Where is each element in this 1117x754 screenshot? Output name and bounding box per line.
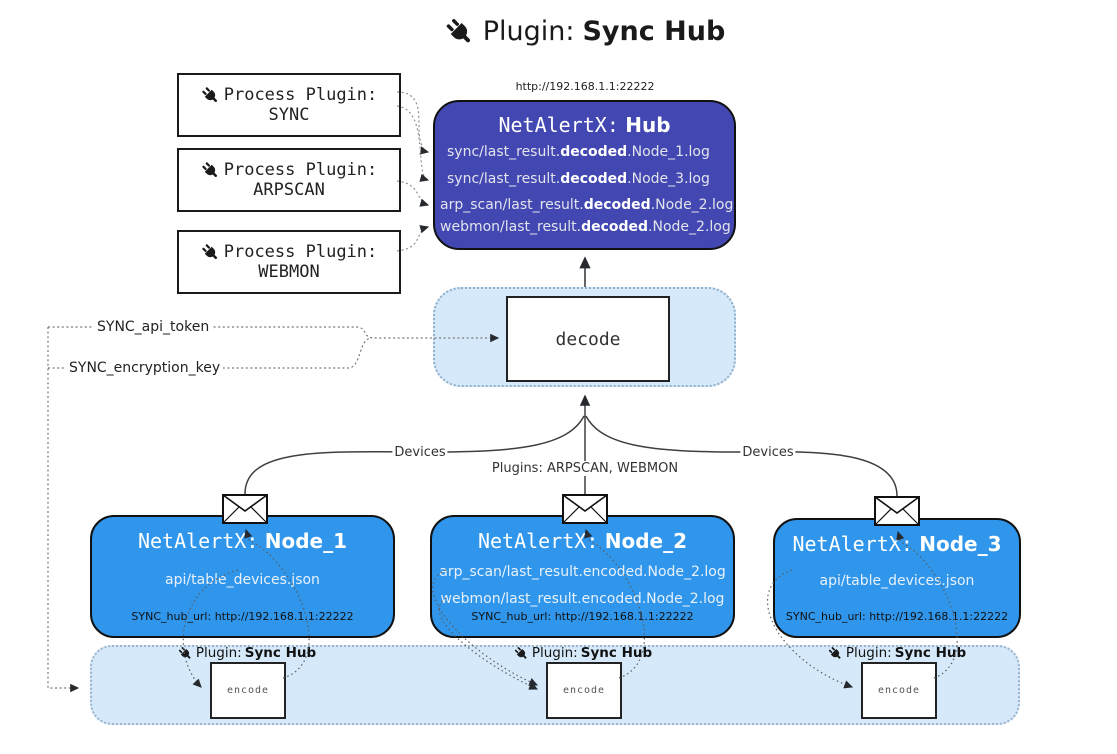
process-plugin-webmon: Process Plugin: WEBMON [177, 230, 401, 294]
node-2-box: NetAlertX: Node_2 arp_scan/last_result.e… [430, 515, 735, 638]
encoder-plugin-label: Plugin: Sync Hub [828, 645, 966, 661]
plug-icon [202, 86, 217, 102]
plug-icon [446, 18, 470, 42]
node-title: NetAlertX: Node_2 [477, 529, 688, 553]
node-hub-url: SYNC_hub_url: http://192.168.1.1:22222 [785, 610, 1009, 623]
process-plugin-name: SYNC [268, 105, 310, 125]
page-title-name: Sync Hub [582, 16, 726, 47]
plugins-middle-label: Plugins: ARPSCAN, WEBMON [489, 461, 681, 476]
envelope-icon [874, 496, 920, 526]
hub-product: NetAlertX: [498, 113, 619, 137]
node-file: webmon/last_result.encoded.Node_2.log [440, 591, 725, 607]
node-to-decode-curves [244, 394, 898, 497]
page-title-label: Plugin: [482, 16, 575, 47]
process-plugin-name: WEBMON [258, 262, 320, 282]
hub-log-entry: arp_scan/last_result.decoded.Node_2.log [440, 197, 734, 213]
process-plugin-label: Process Plugin: [223, 242, 378, 262]
encoder-plugin-label: Plugin: Sync Hub [514, 645, 652, 661]
hub-box: NetAlertX: Hub sync/last_result.decoded.… [433, 100, 736, 250]
page-title: Plugin: Sync Hub [445, 16, 726, 47]
process-plugin-sync: Process Plugin: SYNC [177, 73, 401, 137]
plug-icon [514, 646, 527, 659]
encode-box: encode [861, 662, 937, 719]
plug-icon [178, 646, 191, 659]
envelope-icon [222, 494, 268, 524]
envelope-icon [562, 494, 608, 524]
hub-log-entry: sync/last_result.decoded.Node_1.log [447, 144, 710, 160]
encode-label: encode [562, 685, 606, 696]
hub-url: http://192.168.1.1:22222 [515, 80, 655, 93]
encode-box: encode [210, 662, 286, 719]
process-plugin-label: Process Plugin: [223, 160, 378, 180]
decode-label: decode [555, 328, 621, 350]
sync-api-token-label: SYNC_api_token [94, 319, 213, 335]
decode-box: decode [506, 296, 670, 382]
node-3-box: NetAlertX: Node_3 api/table_devices.json… [773, 518, 1021, 638]
node-hub-url: SYNC_hub_url: http://192.168.1.1:22222 [131, 610, 354, 623]
node-1-box: NetAlertX: Node_1 api/table_devices.json… [90, 515, 395, 638]
encode-box: encode [546, 662, 622, 719]
process-plugin-name: ARPSCAN [253, 180, 325, 200]
plug-icon [202, 161, 217, 177]
plugin-to-hub-links [396, 91, 430, 252]
sync-encryption-key-label: SYNC_encryption_key [66, 360, 224, 376]
encoder-plugin-label: Plugin: Sync Hub [178, 645, 316, 661]
encode-label: encode [877, 685, 921, 696]
plug-icon [828, 646, 841, 659]
hub-log-entry: sync/last_result.decoded.Node_3.log [447, 171, 710, 187]
encode-label: encode [226, 685, 270, 696]
node-title: NetAlertX: Node_1 [137, 529, 348, 553]
devices-left-label: Devices [392, 445, 448, 460]
hub-log-entry: webmon/last_result.decoded.Node_2.log [440, 219, 731, 235]
plug-icon [202, 243, 217, 259]
node-file: api/table_devices.json [165, 572, 320, 588]
node-file: api/table_devices.json [819, 573, 975, 589]
node-title: NetAlertX: Node_3 [792, 532, 1002, 556]
devices-right-label: Devices [740, 445, 796, 460]
process-plugin-arpscan: Process Plugin: ARPSCAN [177, 148, 401, 212]
process-plugin-label: Process Plugin: [223, 85, 378, 105]
node-file: arp_scan/last_result.encoded.Node_2.log [439, 564, 726, 580]
hub-name: Hub [625, 113, 671, 137]
node-hub-url: SYNC_hub_url: http://192.168.1.1:22222 [471, 610, 694, 623]
hub-title: NetAlertX: Hub [435, 113, 734, 137]
